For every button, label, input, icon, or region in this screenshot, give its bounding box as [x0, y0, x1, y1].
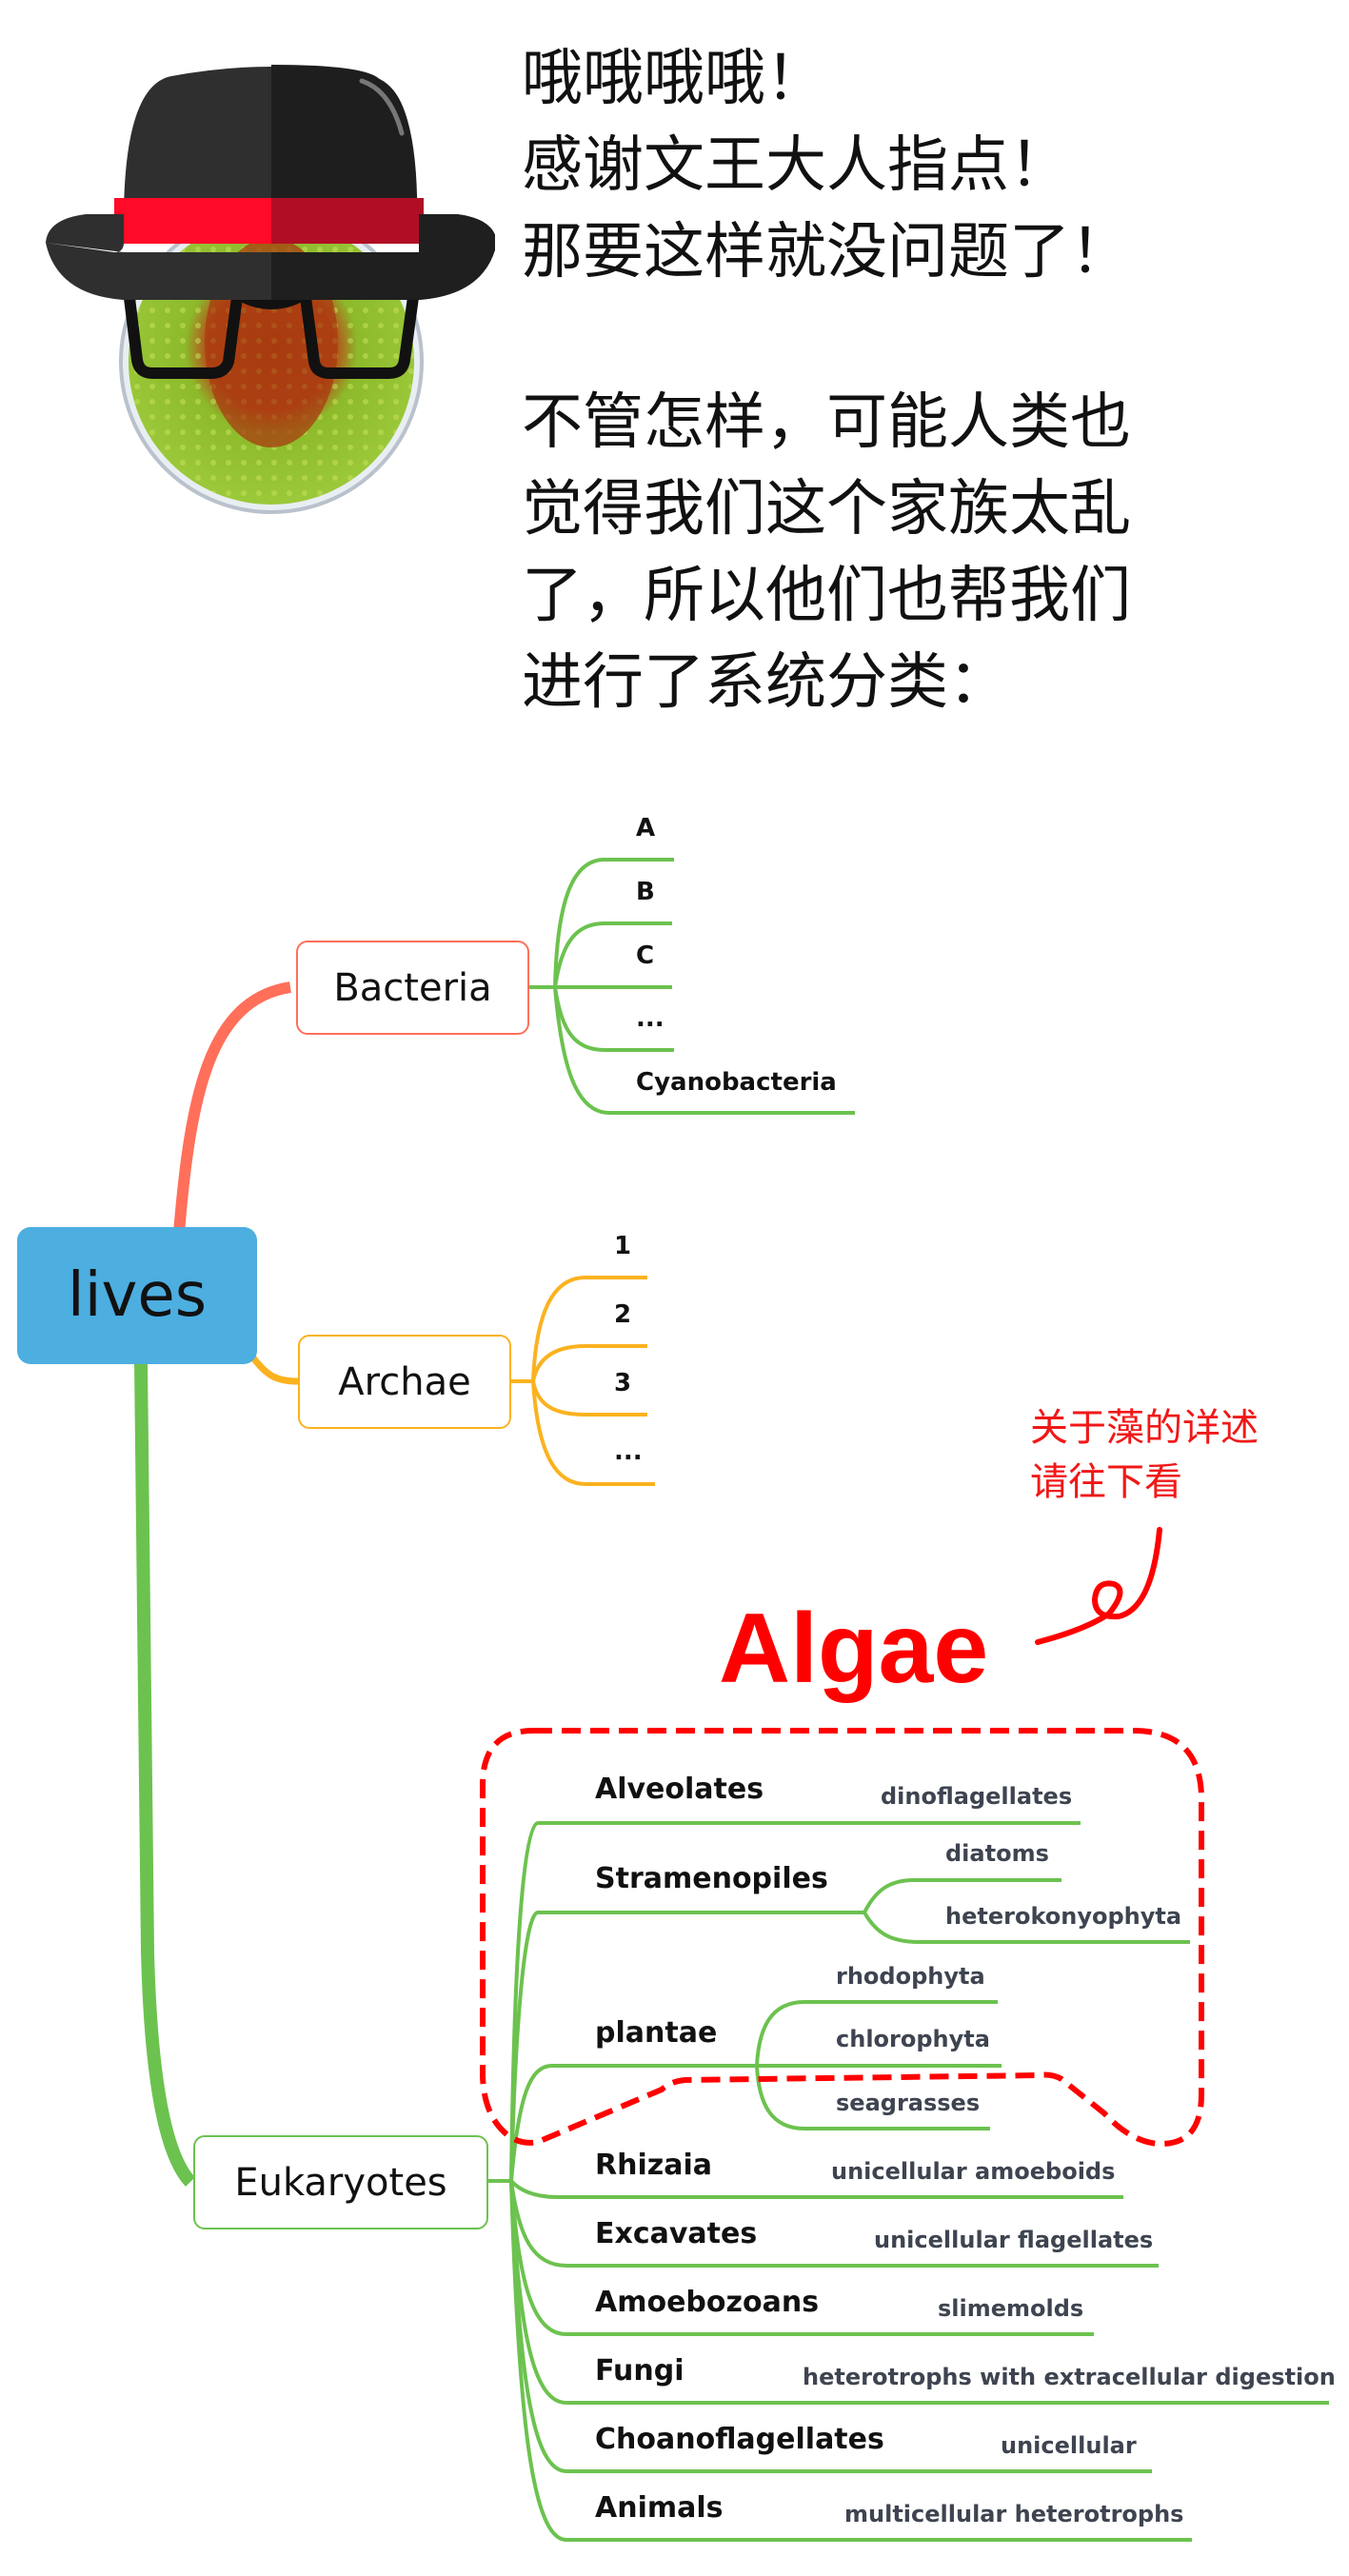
bacteria-leaf-lines: [528, 858, 855, 1115]
category-choanoflagellates[interactable]: Choanoflagellates: [595, 2423, 884, 2456]
algae-title: Algae: [719, 1594, 989, 1704]
archae-leaf-lines: [511, 1276, 655, 1486]
archae-leaf[interactable]: 1: [614, 1232, 632, 1260]
note-chlorophyta: chlorophyta: [836, 2026, 990, 2052]
bacteria-node[interactable]: Bacteria: [296, 941, 529, 1035]
note-multicellular-heterotrophs: multicellular heterotrophs: [844, 2501, 1184, 2527]
note-unicellular-flagellates: unicellular flagellates: [874, 2227, 1154, 2253]
note-line: 请往下看: [1030, 1460, 1182, 1504]
intro-line: 进行了系统分类：: [522, 647, 1009, 718]
archae-leaf[interactable]: ...: [614, 1437, 643, 1466]
algae-highlight-region: [480, 1728, 1204, 2148]
line-diatoms: [863, 1878, 1061, 1913]
branch-archae: [249, 1354, 299, 1385]
bacteria-leaf[interactable]: B: [636, 878, 655, 906]
line-plantae: [509, 2064, 757, 2182]
bacteria-leaf-cyanobacteria[interactable]: Cyanobacteria: [636, 1068, 837, 1097]
category-excavates[interactable]: Excavates: [595, 2217, 758, 2250]
archae-label: Archae: [338, 1359, 471, 1404]
archae-leaf[interactable]: 3: [614, 1369, 632, 1397]
note-unicellular: unicellular: [1001, 2432, 1137, 2459]
algae-avatar-icon: [46, 65, 495, 514]
line-rhizaia: [509, 2179, 1123, 2199]
leaf-line-a: [528, 858, 674, 989]
category-rhizaia[interactable]: Rhizaia: [595, 2149, 712, 2182]
leaf-line-ellipsis: [531, 1380, 655, 1486]
curly-arrow-icon: [1035, 1527, 1162, 1645]
note-line: 关于藻的详述: [1030, 1406, 1259, 1450]
bowler-hat-icon: [46, 65, 495, 300]
intro-line: 不管怎样，可能人类也: [522, 387, 1131, 458]
note-unicellular-amoeboids: unicellular amoeboids: [831, 2158, 1116, 2185]
bacteria-leaf[interactable]: A: [636, 814, 656, 842]
leaf-line-b: [553, 921, 672, 988]
intro-line: 感谢文王大人指点！: [522, 130, 1070, 201]
bacteria-label: Bacteria: [333, 965, 492, 1010]
note-diatoms: diatoms: [945, 1840, 1049, 1867]
intro-line: 那要这样就没问题了！: [522, 217, 1131, 287]
line-rhodophyta: [755, 2000, 998, 2067]
leaf-line-cyanobacteria: [553, 986, 855, 1115]
note-slimemolds: slimemolds: [938, 2295, 1084, 2322]
note-heterotrophs-extracellular: heterotrophs with extracellular digestio…: [803, 2364, 1336, 2390]
eukaryotes-label: Eukaryotes: [234, 2160, 447, 2205]
note-heterokonyophyta: heterokonyophyta: [945, 1903, 1182, 1930]
intro-line: 了，所以他们也帮我们: [522, 561, 1131, 631]
bacteria-leaf[interactable]: C: [636, 941, 655, 970]
leaf-line-2: [531, 1344, 647, 1382]
note-rhodophyta: rhodophyta: [836, 1963, 985, 1990]
line-stramenopiles: [509, 1911, 864, 2182]
root-node[interactable]: lives: [17, 1227, 257, 1364]
intro-text: 哦哦哦哦！ 感谢文王大人指点！ 那要这样就没问题了！ 不管怎样，可能人类也 觉得…: [522, 36, 1340, 726]
category-plantae[interactable]: plantae: [595, 2016, 718, 2050]
category-fungi[interactable]: Fungi: [595, 2354, 684, 2388]
category-amoebozoans[interactable]: Amoebozoans: [595, 2286, 820, 2319]
note-seagrasses: seagrasses: [836, 2090, 981, 2116]
eukaryote-branch-lines: [488, 1821, 1329, 2542]
archae-leaf[interactable]: 2: [614, 1300, 632, 1329]
branch-bacteria: [173, 981, 292, 1234]
note-dinoflagellates: dinoflagellates: [881, 1783, 1073, 1810]
bacteria-leaf[interactable]: ...: [636, 1004, 665, 1033]
line-animals: [509, 2180, 1192, 2542]
category-animals[interactable]: Animals: [595, 2491, 724, 2525]
algae-note: 关于藻的详述 请往下看: [1030, 1401, 1259, 1510]
leaf-line-1: [511, 1276, 647, 1383]
category-alveolates[interactable]: Alveolates: [595, 1773, 764, 1806]
intro-line: 哦哦哦哦！: [522, 44, 826, 114]
branch-eukaryotes: [134, 1360, 196, 2187]
intro-line: 觉得我们这个家族太乱: [522, 474, 1131, 545]
line-heterokonyophyta: [863, 1912, 1190, 1944]
eukaryotes-node[interactable]: Eukaryotes: [193, 2135, 488, 2229]
archae-node[interactable]: Archae: [298, 1335, 511, 1429]
category-stramenopiles[interactable]: Stramenopiles: [595, 1862, 828, 1895]
root-label: lives: [67, 1260, 208, 1331]
